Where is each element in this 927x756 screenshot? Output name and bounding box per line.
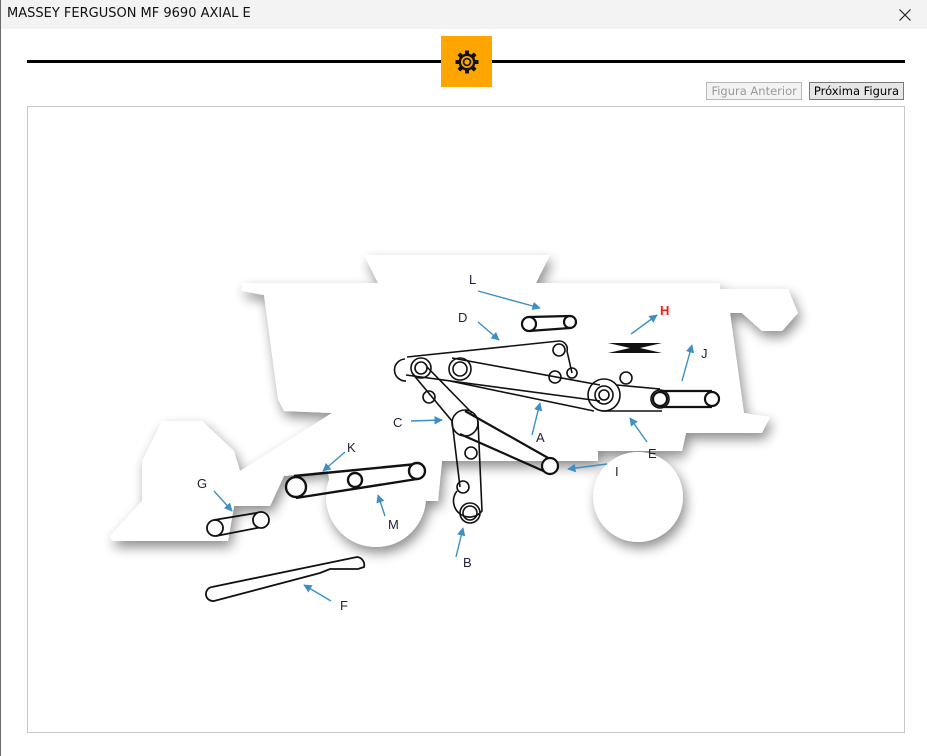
figure-navigation: Figura Anterior Próxima Figura [706,82,904,100]
arrow-j [681,344,695,382]
arrow-i [567,463,608,473]
combine-silhouette [110,255,798,547]
label-j[interactable]: J [701,346,708,361]
belt-l [520,314,578,333]
label-e[interactable]: E [648,446,657,461]
label-l[interactable]: L [469,272,476,287]
window-title: MASSEY FERGUSON MF 9690 AXIAL E [7,6,251,21]
arrow-k [322,451,346,472]
arrow-g [213,490,233,512]
label-c[interactable]: C [393,415,402,430]
close-icon [899,8,911,21]
belt-f [205,556,366,602]
label-f[interactable]: F [340,598,348,613]
arrow-e [629,417,648,443]
arrow-f [303,584,332,602]
label-d[interactable]: D [458,310,467,325]
callout-labels: A B C D E F G H I J K L M [197,272,708,613]
belt-h [608,343,662,353]
belt-c [411,366,479,494]
arrow-l [477,290,541,311]
arrow-m [376,494,386,517]
belt-g [206,511,270,537]
belt-k [284,461,427,500]
arrow-c [410,416,443,425]
arrow-b [455,527,466,558]
gear-icon [455,50,478,73]
belt-a [448,357,633,412]
label-m[interactable]: M [388,517,399,532]
settings-badge [441,36,492,87]
belt-b [452,420,483,524]
label-h[interactable]: H [660,303,669,318]
belt-j [651,389,721,409]
combine-diagram: A B C D E F G H I J K L M [110,255,798,613]
label-k[interactable]: K [347,440,356,455]
arrow-a [531,402,543,436]
label-g[interactable]: G [197,476,207,491]
next-figure-button[interactable]: Próxima Figura [808,82,904,100]
arrow-d [477,321,500,341]
previous-figure-button[interactable]: Figura Anterior [706,82,802,100]
label-i[interactable]: I [615,464,619,479]
label-b[interactable]: B [463,555,472,570]
belt-i [459,410,560,476]
close-button[interactable] [882,0,927,29]
title-bar: MASSEY FERGUSON MF 9690 AXIAL E [1,0,927,29]
belt-drives [205,314,721,602]
callout-arrows [213,290,695,602]
arrow-h [630,314,658,335]
figure-panel: A B C D E F G H I J K L M [27,106,905,733]
label-a[interactable]: A [536,430,545,445]
